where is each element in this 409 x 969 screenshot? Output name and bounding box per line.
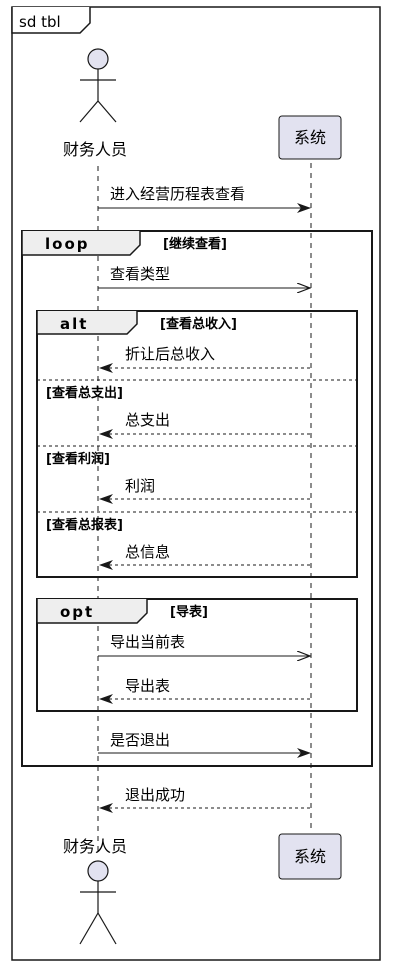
alt-else-guard: [查看总报表] — [46, 517, 123, 533]
system-bottom: 系统 — [278, 833, 342, 880]
message-view-type: 查看类型 — [98, 265, 310, 288]
opt-keyword: opt — [60, 603, 94, 621]
message-view-type-label: 查看类型 — [110, 265, 170, 283]
actor-top-label: 财务人员 — [63, 140, 127, 159]
actor-bottom-label: 财务人员 — [63, 837, 127, 856]
loop-guard: [继续查看] — [163, 236, 227, 252]
alt-else-guard: [查看总支出] — [46, 385, 123, 401]
message-export-current-label: 导出当前表 — [110, 633, 185, 651]
message-exit-question: 是否退出 — [98, 731, 311, 758]
opt-guard: [导表] — [170, 604, 208, 620]
message-enter: 进入经营历程表查看 — [98, 185, 311, 213]
system-top-label: 系统 — [294, 128, 326, 147]
sequence-frame: sd tbl — [11, 6, 381, 961]
actor-top: 财务人员 — [63, 48, 127, 159]
message-total-expense-label: 总支出 — [125, 411, 170, 429]
frame-title: sd tbl — [19, 13, 61, 31]
message-profit: 利润 — [99, 477, 310, 504]
message-export-table-label: 导出表 — [125, 677, 170, 695]
message-exit-question-label: 是否退出 — [110, 731, 170, 749]
alt-else-guard: [查看利润] — [46, 451, 110, 467]
alt-fragment: alt [查看总收入] [查看总支出] [查看利润] [查看总报表] — [36, 310, 358, 578]
message-total-info: 总信息 — [99, 543, 310, 570]
message-exit-success-label: 退出成功 — [125, 786, 185, 804]
message-discount-income: 折让后总收入 — [99, 345, 310, 373]
message-total-info-label: 总信息 — [125, 543, 170, 561]
loop-keyword: loop — [45, 235, 90, 253]
message-enter-label: 进入经营历程表查看 — [110, 185, 245, 203]
message-discount-income-label: 折让后总收入 — [125, 345, 215, 363]
message-export-current: 导出当前表 — [98, 633, 310, 656]
message-total-expense: 总支出 — [99, 411, 310, 439]
stick-figure-icon — [79, 48, 117, 123]
system-top: 系统 — [278, 115, 342, 160]
alt-guard: [查看总收入] — [160, 316, 237, 332]
system-bottom-label: 系统 — [294, 847, 326, 866]
message-profit-label: 利润 — [125, 477, 155, 495]
opt-fragment: opt [导表] — [36, 598, 358, 712]
loop-fragment: loop [继续查看] — [21, 230, 373, 767]
message-exit-success: 退出成功 — [99, 786, 310, 813]
message-export-table: 导出表 — [99, 677, 310, 704]
alt-keyword: alt — [60, 315, 88, 333]
stick-figure-icon — [79, 860, 117, 945]
actor-bottom: 财务人员 — [63, 837, 127, 945]
